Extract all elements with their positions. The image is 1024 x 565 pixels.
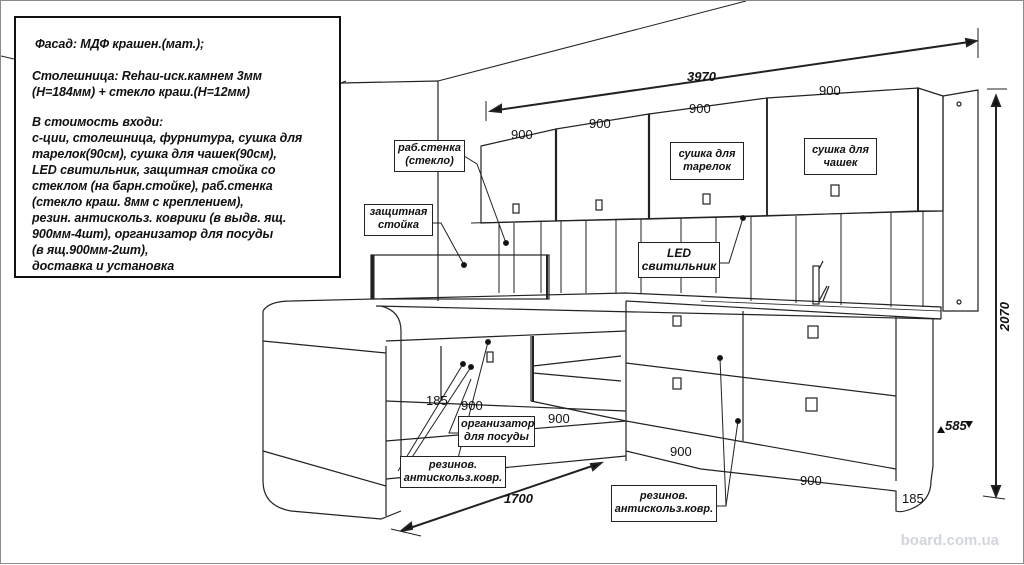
- spec-line: тарелок(90см), сушка для чашек(90см),: [32, 147, 277, 161]
- base-cabinets: [625, 301, 934, 513]
- callout-text: (стекло): [405, 155, 454, 167]
- spec-line: (в ящ.900мм-2шт),: [32, 243, 149, 257]
- callout-backsplash: раб.стенка (стекло): [394, 140, 465, 172]
- spec-line: с-ции, столешница, фурнитура, сушка для: [32, 131, 303, 145]
- handle-icon: [672, 315, 682, 327]
- dim-upper-4: 900: [819, 83, 841, 98]
- callout-text: свитильник: [641, 259, 717, 273]
- dim-base-2: 900: [800, 473, 822, 488]
- callout-text: для посуды: [464, 431, 529, 443]
- faucet: [812, 260, 830, 305]
- dim-upper-1: 900: [511, 127, 533, 142]
- dim-island-length: 1700: [504, 491, 533, 506]
- dimension-lines: [390, 28, 1007, 537]
- callout-text: раб.стенка: [397, 142, 462, 154]
- worktop: [262, 292, 942, 471]
- tall-end-panel: [942, 89, 979, 312]
- handle-icon: [512, 203, 520, 214]
- callout-text: сушка для: [678, 148, 736, 160]
- dim-depth: 585: [945, 418, 967, 433]
- handle-icon: [807, 325, 819, 339]
- callout-cup-dryer: сушка для чашек: [804, 138, 877, 175]
- watermark: board.com.ua: [900, 532, 999, 549]
- callout-text: антискольз.ковр.: [403, 472, 503, 484]
- callout-text: сушка для: [812, 144, 869, 156]
- callout-text: стойка: [377, 219, 420, 231]
- callout-text: резинов.: [428, 459, 478, 471]
- spec-line: доставка и установка: [32, 259, 175, 273]
- callout-plate-dryer: сушка для тарелок: [670, 142, 744, 180]
- callout-text: тарелок: [683, 161, 731, 173]
- callout-led: LED свитильник: [638, 242, 720, 278]
- callout-mat-right: резинов. антискольз.ковр.: [611, 485, 717, 522]
- spec-line: LED свитильник, защитная стойка со: [32, 163, 276, 177]
- spec-line: 900мм-4шт), организатор для посуды: [32, 227, 274, 241]
- dim-base-1: 900: [670, 444, 692, 459]
- spec-line: (Н=184мм) + стекло краш.(Н=12мм): [32, 85, 250, 99]
- room-outline: [1, 1, 747, 301]
- island-block: [262, 311, 627, 520]
- callout-text: резинов.: [639, 490, 689, 502]
- arrow-down-icon: [965, 421, 973, 428]
- leader-lines: [397, 155, 746, 507]
- dim-island-seg-1: 900: [461, 398, 483, 413]
- handle-icon: [702, 193, 711, 205]
- dim-upper-3: 900: [689, 101, 711, 116]
- callout-organizer: организатор для посуды: [458, 416, 535, 447]
- spec-line: Столешница: Rehau-иск.камнем 3мм: [32, 69, 262, 83]
- handle-icon: [672, 377, 682, 390]
- dim-upper-2: 900: [589, 116, 611, 131]
- handle-icon: [486, 351, 494, 363]
- spec-line: резин. антискольз. коврики (в выдв. ящ.: [32, 211, 287, 225]
- dim-base-end: 185: [902, 491, 924, 506]
- callout-mat-left: резинов. антискольз.ковр.: [400, 456, 506, 488]
- arrow-up-icon: [937, 426, 945, 433]
- dim-total-width: 3970: [687, 69, 716, 84]
- callout-text: антискольз.ковр.: [614, 503, 714, 515]
- guard-glass: [370, 254, 550, 300]
- spec-line: В стоимость входи:: [32, 115, 164, 129]
- spec-line: Фасад: МДФ крашен.(мат.);: [35, 37, 205, 51]
- callout-text: защитная: [369, 206, 428, 218]
- callout-text: LED: [667, 246, 691, 260]
- handle-icon: [830, 184, 840, 197]
- spec-line: стеклом (на барн.стойке), раб.стенка: [32, 179, 273, 193]
- callout-text: организатор: [461, 418, 535, 430]
- dim-island-seg-2: 900: [548, 411, 570, 426]
- callout-guard: защитная стойка: [364, 204, 433, 236]
- handle-icon: [805, 397, 818, 412]
- dim-island-end: 185: [426, 393, 448, 408]
- handle-icon: [595, 199, 603, 211]
- callout-text: чашек: [823, 157, 858, 169]
- spec-box: [14, 16, 341, 278]
- spec-line: (стекло краш. 8мм с креплением),: [32, 195, 244, 209]
